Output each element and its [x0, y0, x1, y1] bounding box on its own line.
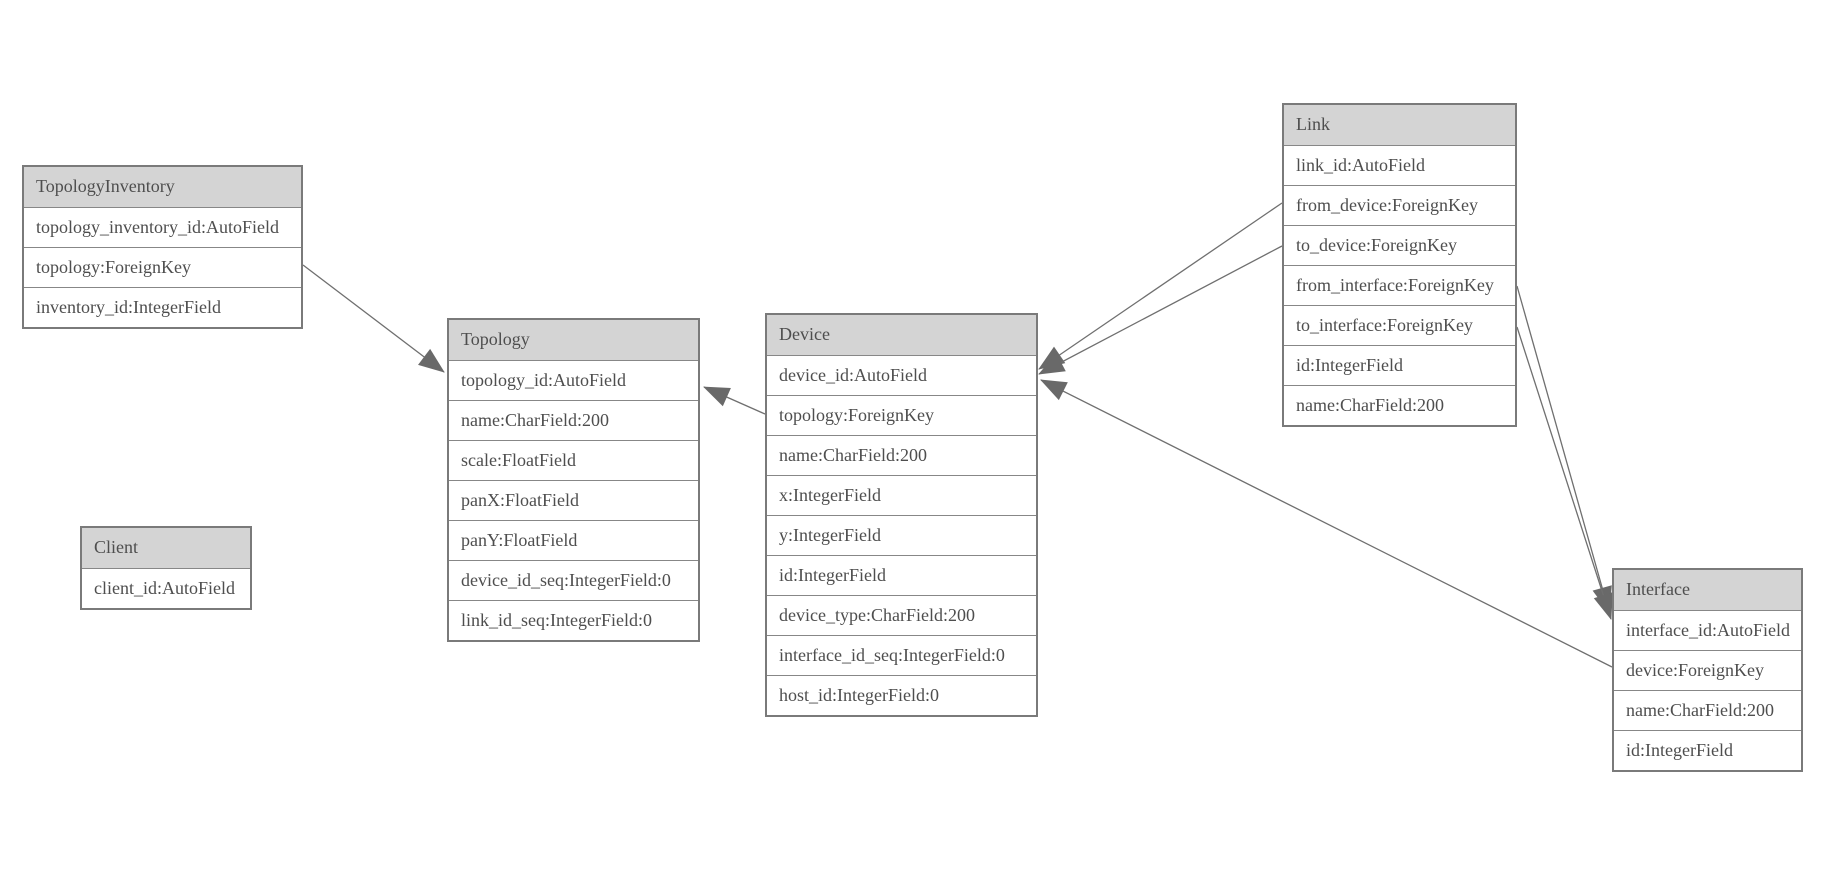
entity-field-row: id:IntegerField [1284, 345, 1515, 385]
entity-field-row: link_id:AutoField [1284, 145, 1515, 185]
relation-interface-device [1040, 379, 1613, 668]
entity-title-link: Link [1284, 105, 1515, 145]
entity-field-row: interface_id_seq:IntegerField:0 [767, 635, 1036, 675]
entity-title-device: Device [767, 315, 1036, 355]
entity-title-interface: Interface [1614, 570, 1801, 610]
entity-field-row: topology_id:AutoField [449, 360, 698, 400]
entity-field-row: name:CharField:200 [449, 400, 698, 440]
entity-field-row: client_id:AutoField [82, 568, 250, 608]
relation-link-to_interface-interface [1516, 326, 1613, 620]
entity-field-row: y:IntegerField [767, 515, 1036, 555]
entity-field-row: to_device:ForeignKey [1284, 225, 1515, 265]
entity-field-row: inventory_id:IntegerField [24, 287, 301, 327]
entity-field-row: name:CharField:200 [1284, 385, 1515, 425]
entity-field-row: x:IntegerField [767, 475, 1036, 515]
entity-field-row: from_device:ForeignKey [1284, 185, 1515, 225]
entity-field-row: to_interface:ForeignKey [1284, 305, 1515, 345]
entity-title-topology: Topology [449, 320, 698, 360]
entity-field-row: topology:ForeignKey [24, 247, 301, 287]
relation-link-to_device-device [1038, 245, 1283, 375]
entity-field-row: id:IntegerField [1614, 730, 1801, 770]
relation-topologyinventory-topology [302, 264, 445, 373]
entity-field-row: device_id_seq:IntegerField:0 [449, 560, 698, 600]
entity-field-row: device:ForeignKey [1614, 650, 1801, 690]
entity-field-row: device_id:AutoField [767, 355, 1036, 395]
entity-field-row: panY:FloatField [449, 520, 698, 560]
entity-field-row: topology_inventory_id:AutoField [24, 207, 301, 247]
entity-field-row: panX:FloatField [449, 480, 698, 520]
entity-field-row: link_id_seq:IntegerField:0 [449, 600, 698, 640]
entity-field-row: host_id:IntegerField:0 [767, 675, 1036, 715]
entity-field-row: device_type:CharField:200 [767, 595, 1036, 635]
entity-field-row: scale:FloatField [449, 440, 698, 480]
relation-link-from_device-device [1038, 202, 1283, 370]
relation-device-topology [703, 386, 766, 415]
entity-field-row: topology:ForeignKey [767, 395, 1036, 435]
entity-field-row: from_interface:ForeignKey [1284, 265, 1515, 305]
entity-field-row: id:IntegerField [767, 555, 1036, 595]
relation-link-from_interface-interface [1516, 285, 1612, 613]
entity-field-row: name:CharField:200 [767, 435, 1036, 475]
entity-title-client: Client [82, 528, 250, 568]
entity-title-topology-inventory: TopologyInventory [24, 167, 301, 207]
entity-field-row: interface_id:AutoField [1614, 610, 1801, 650]
entity-field-row: name:CharField:200 [1614, 690, 1801, 730]
